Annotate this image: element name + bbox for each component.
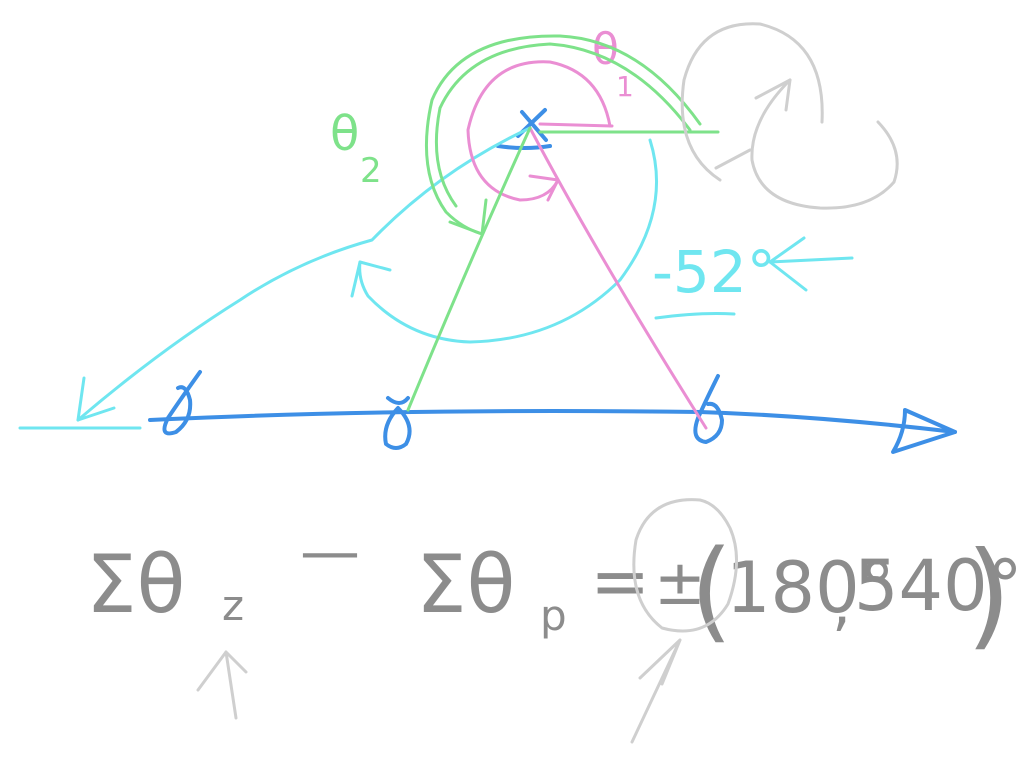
sum-poles-subscript: p <box>540 591 567 640</box>
negative-angle-underline <box>654 312 736 320</box>
formula-annotations <box>196 498 739 744</box>
pointer-arrow-icon-plus-minus <box>630 638 682 744</box>
real-axis-arrow-icon <box>891 408 957 454</box>
cyan-arc-arrow-icon <box>350 260 392 298</box>
theta-zero-label: θ <box>330 106 359 162</box>
green-angle-arc-outer <box>424 34 702 236</box>
cyan-ray-arrow-icon <box>76 376 116 422</box>
theta-pole-subscript: 1 <box>616 70 634 103</box>
value-180-degrees: 180° <box>726 547 895 629</box>
green-arc-arrow-icon <box>448 198 488 236</box>
zero-marker-right <box>693 374 724 444</box>
equals-sign: = <box>590 539 650 623</box>
negative-angle-group: -52° <box>18 126 854 430</box>
pointer-arrow-icon-subscript <box>196 650 248 720</box>
minus-sign: — <box>300 517 360 587</box>
pink-arc-arrow-icon <box>528 174 560 202</box>
real-axis-line <box>148 409 957 434</box>
close-parenthesis: ) <box>966 527 1011 662</box>
zero-marker-left <box>162 370 202 436</box>
pink-angle-circle <box>466 60 612 202</box>
angle-condition-formula: Σθ z — Σθ p = ± ( 180° , 540° ) <box>86 517 1023 662</box>
cyan-ray-to-left <box>76 126 532 422</box>
plus-minus-circle <box>632 498 739 633</box>
real-axis <box>148 408 957 454</box>
theta-zero-subscript: 2 <box>360 151 382 191</box>
zero-markers <box>162 370 724 450</box>
cyan-angle-arc <box>358 138 659 344</box>
zero-angle-group: θ 2 <box>330 34 720 412</box>
rotation-tick <box>714 148 752 170</box>
sum-zeros-symbol: Σθ <box>86 538 186 631</box>
value-540-degrees: 540° <box>854 545 1023 627</box>
green-ray-to-zero <box>406 126 532 412</box>
green-angle-arc-inner <box>434 42 692 208</box>
pole-angle-group: θ 1 <box>466 24 708 430</box>
open-parenthesis: ( <box>690 526 733 654</box>
pointer-arrow-icon-cyan <box>768 236 854 292</box>
pink-ray-to-zero <box>528 126 708 430</box>
pink-baseline <box>538 122 614 128</box>
zero-marker-middle <box>383 396 412 450</box>
rotation-annotation <box>680 22 899 210</box>
plus-minus-sign: ± <box>654 546 706 619</box>
negative-angle-label: -52° <box>652 238 776 306</box>
rotation-arrow-tip-icon <box>754 78 792 112</box>
value-separator: , <box>832 569 851 639</box>
rotation-outer-loop <box>680 22 824 182</box>
rotation-arrow-icon <box>750 78 899 210</box>
sum-poles-symbol: Σθ <box>416 538 516 631</box>
sum-zeros-subscript: z <box>222 581 244 630</box>
